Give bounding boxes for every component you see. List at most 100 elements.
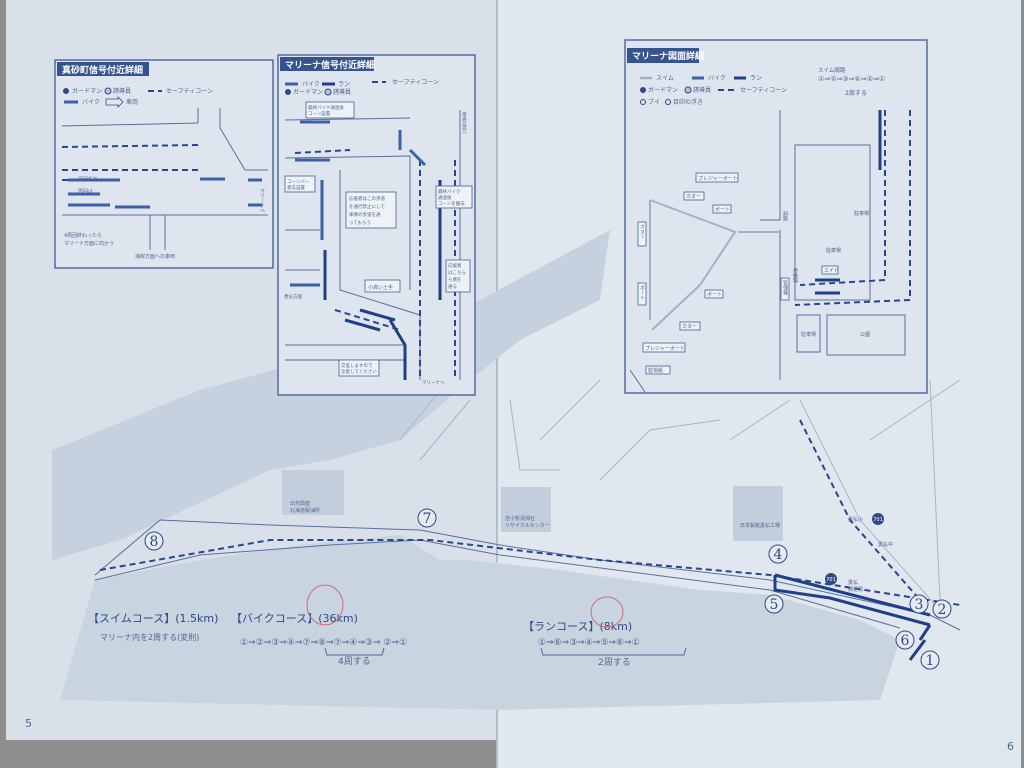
boat-label: ボート [707, 291, 722, 298]
run-lap-bracket [540, 647, 687, 656]
guide-label: 誘導員 [113, 87, 131, 95]
lap-turn-label: 周回折り [78, 176, 98, 183]
route-number: 701 [873, 517, 883, 523]
points-label: 5 [770, 597, 779, 613]
recycle-block [501, 487, 551, 532]
laps-label: 2周する [845, 90, 867, 97]
bike-course-laps: 4周する [338, 656, 371, 667]
inset-title: マリーナ信号付近詳細 [285, 59, 375, 71]
cone-after-bike-label: 最終バイク通過後 [308, 104, 344, 111]
boat-label: ボート [639, 284, 645, 300]
guide-icon [104, 87, 112, 95]
canoe-label: カヌー [682, 324, 697, 330]
to-atsuma-label: 厚真方面へ [462, 112, 467, 135]
idemitsu-block [282, 470, 344, 515]
route-label: ①⇒②⇒③⇒④⇒②⇒① [818, 75, 885, 83]
run-label: ラン [338, 81, 350, 88]
to-marina-label: マリーナへ [422, 380, 445, 386]
marker-icon [665, 99, 671, 105]
to-marina-label: マリーナへ [259, 188, 265, 213]
guide-label: 誘導員 [693, 86, 711, 94]
point-4: 4 [768, 544, 788, 564]
place-recycle-2: リサイクルセンター [505, 522, 550, 529]
page-number-left: 5 [25, 717, 32, 730]
cone-label: セーフティコーン [740, 87, 787, 94]
park-label: 公園 [860, 332, 870, 338]
cone-remove-label: 最終バイク [438, 188, 460, 195]
guardman-label: ガードマン [72, 87, 102, 95]
inset-marina: マリーナ図面詳細 スイム バイク ラン ガードマン 誘導員 セーフティコーン ブ… [624, 39, 928, 394]
place-school-jr: 勇払中 [878, 541, 893, 548]
parking-label: 駐車場 [854, 210, 869, 217]
points-label: 2 [938, 602, 947, 618]
run-course-laps: 2周する [598, 657, 631, 668]
crossing-label: 注意してください [341, 368, 377, 375]
after-laps2-label: マリーナ方面に向かう [64, 240, 114, 247]
spectators-sidewalk-label: 車側の歩道を通 [349, 211, 381, 218]
run-course-title: 【ランコース】(8km) [523, 620, 632, 633]
parking-label: 駐車場 [826, 247, 841, 254]
cone-label: セーフティコーン [392, 79, 439, 86]
point-3: 3 [909, 594, 929, 614]
swim-course-desc: マリーナ内を2周する(変則) [100, 632, 199, 642]
point-8: 8 [144, 531, 164, 551]
pen-circle-mark [306, 584, 344, 626]
bike-label: バイク [708, 75, 726, 82]
course-points: 1 2 3 4 5 6 7 8 [144, 508, 952, 670]
guide-label: 誘導員 [333, 88, 351, 96]
place-paper-mill: 日本製紙勇払工場 [740, 522, 780, 529]
bike-lap-bracket [324, 647, 385, 656]
slope-label: 斜路 [782, 210, 788, 222]
facilities: 出光興産 北海道製油所 苫小牧清掃社 リサイクルセンター 日本製紙勇払工場 勇払… [282, 470, 893, 593]
canoe-label: カヌー [686, 194, 701, 200]
spectators-side-label: 通る [448, 283, 457, 290]
embankment-label: 小高い土手 [368, 284, 393, 291]
point-5: 5 [764, 594, 784, 614]
points-label: 4 [774, 547, 783, 563]
place-post-2: 郵便局 [848, 586, 863, 593]
main-roads [94, 379, 961, 661]
points-label: 1 [926, 653, 935, 669]
waiting-label: 待機場 [792, 267, 798, 284]
pen-circle-mark [590, 596, 624, 628]
route-shield-icon [872, 513, 884, 525]
guardman-label: ガードマン [293, 88, 323, 96]
to-coast-label: 海岸方面への車両 [135, 253, 175, 260]
point-2: 2 [932, 599, 952, 619]
spectators-sidewalk-label: ってもらう [349, 220, 371, 226]
after-laps-label: 4周回終わったら [64, 232, 102, 239]
aid-label: エイド [824, 268, 839, 274]
paper-mill-block [733, 486, 783, 541]
run-course-route: ①⇒⑥⇒③⇒④⇒⑤⇒⑥⇒① [538, 638, 640, 648]
inset-masago: 真砂町信号付近詳細 ガードマン 誘導員 セーフティコーン バイク 車両 周回折り… [54, 59, 274, 269]
points-label: 3 [915, 597, 924, 613]
cone-label: セーフティコーン [166, 88, 213, 95]
guardman-label: ガードマン [648, 86, 678, 94]
bike-course-route: ①⇒②⇒③⇒④⇒⑦⇒⑧⇒⑦⇒④⇒③⇒ ②⇒① [240, 638, 407, 648]
office-label: 管理棟 [782, 279, 788, 296]
swim-course-title: 【スイムコース】(1.5km) [88, 612, 218, 625]
cone-remove-label: コーンを撤去 [438, 200, 465, 207]
spectators-side-label: はこちら [448, 270, 466, 276]
point-6: 6 [895, 630, 915, 650]
point-7: 7 [417, 508, 437, 528]
course-descriptions: 【スイムコース】(1.5km) マリーナ内を2周する(変則) 【バイクコース】(… [88, 584, 687, 668]
to-yufutsu-label: 勇払方面 [284, 293, 302, 300]
cone-bar-label: 意志設置 [287, 184, 305, 191]
swim-course-line [649, 199, 780, 331]
buoy-icon [640, 99, 646, 105]
canoe-label: カヌー [639, 224, 645, 239]
bike-label: バイク [82, 99, 100, 106]
lap-return-label: 周回は [78, 189, 93, 195]
points-label: 8 [150, 534, 159, 550]
bike-course-title: 【バイクコース】(36km) [231, 612, 358, 625]
spectators-side-label: ら側を [448, 276, 462, 283]
page-number-right: 6 [1007, 740, 1014, 753]
spectators-side-label: 応援者 [448, 262, 462, 269]
parking-label: 駐車場 [801, 331, 816, 338]
vehicle-arrow-icon [105, 96, 124, 108]
cone-remove-label: 通過後 [438, 194, 452, 201]
pleasure-boat-label: プレジャーボート [698, 175, 738, 182]
patrol-boat-label: 監視艇 [648, 367, 663, 374]
pleasure-boat-label: プレジャーボート [645, 345, 685, 352]
